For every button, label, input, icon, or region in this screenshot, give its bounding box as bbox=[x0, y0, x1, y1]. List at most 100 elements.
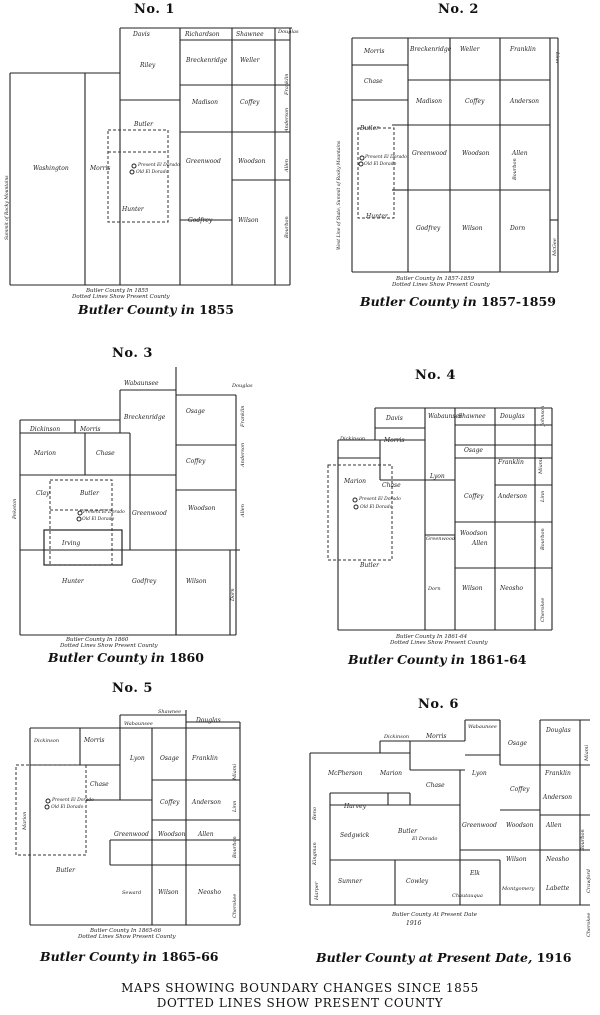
map-4-caption: Butler County in 1861-64 bbox=[348, 652, 527, 667]
map-1-caption-year: 1855 bbox=[199, 302, 234, 317]
map-2-label-linn: Linn bbox=[554, 51, 560, 63]
map-4-label-douglas: Douglas bbox=[499, 413, 525, 420]
map-4-label-woodson: Woodson bbox=[460, 530, 488, 537]
map-5-label-allen: Allen bbox=[197, 831, 214, 838]
map-3-label-butler: Butler bbox=[79, 490, 100, 497]
map-1-label-woodson: Woodson bbox=[238, 158, 266, 165]
map-5-label-dickinson: Dickinson bbox=[33, 738, 59, 744]
map-4-label-dorn: Dorn bbox=[427, 586, 441, 592]
map-1-label-hunter: Hunter bbox=[121, 206, 145, 213]
map-3-note1: Butler County In 1860 bbox=[65, 637, 129, 643]
map-5-label-miami: Miami bbox=[232, 764, 238, 781]
map-6-caption-year: 1916 bbox=[536, 950, 572, 965]
map-3-label-anderson: Anderson bbox=[240, 443, 246, 468]
map-6-label-allen: Allen bbox=[545, 822, 562, 829]
map-6-number: No. 6 bbox=[418, 697, 459, 712]
map-2-label-morris: Morris bbox=[363, 48, 385, 55]
map-5-label-old-el-dorado: Old El Dorado bbox=[51, 804, 84, 810]
map-3-caption-year: 1860 bbox=[169, 650, 204, 665]
map-1-label-riley: Riley bbox=[139, 62, 156, 69]
map-4-label-butler: Butler bbox=[359, 562, 380, 569]
map-4-label-marion: Marion bbox=[343, 478, 366, 485]
map-5-label-franklin: Franklin bbox=[191, 755, 218, 762]
map-4-label-linn: Linn bbox=[540, 491, 546, 503]
map-5-label-anderson: Anderson bbox=[191, 799, 221, 806]
map-6-label-coffey: Coffey bbox=[510, 786, 530, 793]
map-1-label-madison: Madison bbox=[191, 99, 218, 106]
map-1-note1: Butler County In 1855 bbox=[85, 288, 149, 294]
map-6-caption: Butler County at Present Date, 1916 bbox=[316, 950, 571, 965]
map-4-label-anderson: Anderson bbox=[497, 493, 527, 500]
map-6-label-chautauqua: Chautauqua bbox=[452, 893, 483, 899]
map-2-label-bourbon: Bourbon bbox=[512, 158, 518, 181]
map-2-label-franklin: Franklin bbox=[509, 46, 536, 53]
map-6-label-sumner: Sumner bbox=[338, 878, 363, 885]
map-6-label-chase: Chase bbox=[426, 782, 445, 789]
map-6-label-kingman: Kingman bbox=[312, 842, 318, 866]
map-3-label-douglas: Douglas bbox=[231, 383, 253, 389]
map-1: Davis Richardson Shawnee Douglas Riley B… bbox=[4, 27, 299, 300]
map-6-label-sedgwick: Sedgwick bbox=[340, 832, 370, 839]
map-2-label-butler: Butler bbox=[359, 125, 380, 132]
map-4-label-wilson: Wilson bbox=[462, 585, 483, 592]
map-5-label-osage: Osage bbox=[160, 755, 179, 762]
map-2-label-hunter: Hunter bbox=[365, 213, 389, 220]
map-1-label-morris: Morris bbox=[89, 165, 111, 172]
map-1-caption-text: Butler County in bbox=[78, 302, 195, 317]
map-5-label-morris: Morris bbox=[83, 737, 105, 744]
map-2-caption-text: Butler County in bbox=[360, 294, 477, 309]
map-6-label-douglas: Douglas bbox=[545, 727, 571, 734]
map-3-label-godfrey: Godfrey bbox=[132, 578, 157, 585]
map-6-label-harper: Harper bbox=[314, 881, 320, 901]
map-3-label-clay: Clay bbox=[36, 490, 50, 497]
map-6-label-woodson: Woodson bbox=[506, 822, 534, 829]
map-1-label-richardson: Richardson bbox=[184, 31, 220, 38]
map-6-label-mcpherson: McPherson bbox=[327, 770, 363, 777]
map-1-label-anderson: Anderson bbox=[284, 108, 290, 133]
map-5-label-wilson: Wilson bbox=[158, 889, 179, 896]
map-4-note2: Dotted Lines Show Present County bbox=[389, 640, 488, 646]
map-1-label-shawnee: Shawnee bbox=[236, 31, 264, 38]
map-6-caption-text: Butler County at Present Date, bbox=[316, 950, 533, 965]
map-6-label-lyon: Lyon bbox=[471, 770, 487, 777]
map-5-label-chase: Chase bbox=[90, 781, 109, 788]
map-3-label-dorn: Dorn bbox=[230, 588, 236, 602]
map-1-label-weller: Weller bbox=[240, 57, 261, 64]
map-1-label-godfrey: Godfrey bbox=[188, 217, 213, 224]
map-2-caption: Butler County in 1857-1859 bbox=[360, 294, 556, 309]
map-4-label-wabaunsee: Wabaunsee bbox=[428, 413, 463, 420]
map-2-label-greenwood: Greenwood bbox=[412, 150, 447, 157]
map-3-label-marion: Marion bbox=[33, 450, 56, 457]
map-4-label-bourbon: Bourbon bbox=[540, 528, 546, 551]
map-2-label-mcgee: McGee bbox=[552, 238, 558, 257]
map-6-note2: 1916 bbox=[406, 920, 421, 927]
map-3-label-peketon: Peketon bbox=[12, 499, 18, 520]
map-2-label-woodson: Woodson bbox=[462, 150, 490, 157]
map-5-label-present-el-dorado: Present El Dorado bbox=[51, 797, 94, 803]
map-5: Shawnee Wabaunsee Douglas Dickinson Morr… bbox=[15, 709, 241, 940]
map-3-label-hunter: Hunter bbox=[61, 578, 85, 585]
map-1-label-present-el-dorado: Present El Dorado bbox=[137, 162, 180, 168]
map-3-label-old-el-dorado: Old El Dorado bbox=[82, 516, 115, 522]
map-4-caption-year: 1861-64 bbox=[469, 652, 527, 667]
map-6-label-el-dorado: El Dorado bbox=[411, 836, 437, 842]
map-4-label-franklin: Franklin bbox=[497, 459, 524, 466]
map-6-label-montgomery: Montgomery bbox=[501, 886, 535, 892]
map-2-label-weller: Weller bbox=[460, 46, 481, 53]
map-2-number: No. 2 bbox=[438, 2, 479, 17]
map-1-caption: Butler County in 1855 bbox=[78, 302, 234, 317]
map-3-label-dickinson: Dickinson bbox=[29, 426, 60, 433]
map-6-label-elk: Elk bbox=[469, 870, 480, 877]
map-4-label-lyon: Lyon bbox=[429, 473, 445, 480]
map-4-label-greenwood: Greenwood bbox=[426, 536, 455, 542]
map-4-label-morris: Morris bbox=[383, 437, 405, 444]
map-6-label-greenwood: Greenwood bbox=[462, 822, 497, 829]
map-2-label-madison: Madison bbox=[415, 98, 442, 105]
map-4-label-cherokee: Cherokee bbox=[540, 598, 546, 622]
map-5-label-coffey: Coffey bbox=[160, 799, 180, 806]
map-6: Wabaunsee Douglas Dickinson Morris Osage… bbox=[309, 719, 592, 937]
map-2-label-coffey: Coffey bbox=[465, 98, 485, 105]
map-4-label-davis: Davis bbox=[385, 415, 403, 422]
map-5-label-seward: Seward bbox=[122, 890, 141, 896]
map-4-number: No. 4 bbox=[415, 368, 456, 383]
